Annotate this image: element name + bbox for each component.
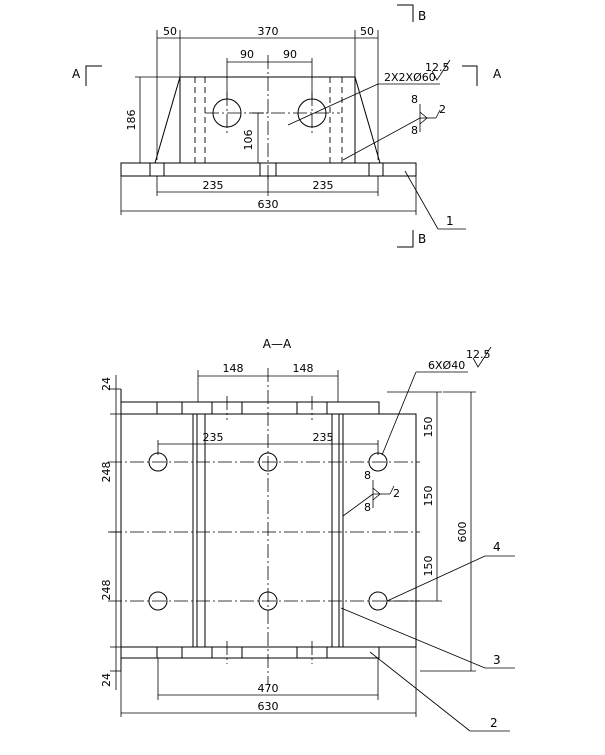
dim-235-left: 235 [203,179,224,192]
section-title: A—A [263,337,292,351]
weld-size-top: 8 [411,93,418,106]
weld-number: 2 [393,487,400,500]
callout-2: 2 [490,716,498,730]
section-marker-b-top [397,4,414,22]
weld-size-bottom: 8 [364,501,371,514]
dim-150-a: 150 [422,417,435,438]
section-marker-b-bottom [397,230,414,248]
base-plate [120,413,417,648]
hole-note: 6XØ40 [428,359,465,372]
foot-left [149,162,165,177]
roughness-symbol [431,59,451,81]
weld-size-top: 8 [364,469,371,482]
callout-leader [404,170,439,230]
dim-370: 370 [258,25,279,38]
dim-148-left: 148 [223,362,244,375]
flange-block [156,646,183,659]
section-label-a-right: A [493,67,502,81]
callout-leader [386,555,486,602]
top-view: 50 370 50 90 90 186 106 235 235 630 2X2 [72,4,502,248]
base-plate-outline [120,162,417,177]
body-outline [154,76,381,164]
section-label-a-left: A [72,67,81,81]
dim-186: 186 [125,110,138,131]
flange-block [156,401,183,415]
dim-24-top: 24 [100,377,113,391]
dim-235-right: 235 [313,431,334,444]
dim-90-right: 90 [283,48,297,61]
dim-600: 600 [456,522,469,543]
dim-470: 470 [258,682,279,695]
weld-number: 2 [439,103,446,116]
weld-tail [389,485,395,495]
roughness-symbol [472,346,492,368]
foot-right [368,162,384,177]
callout-4: 4 [493,540,501,554]
section-label-b-top: B [418,9,426,23]
section-view-a-a: A—A [100,337,515,732]
top-flange [120,401,380,415]
dim-248-bottom: 248 [100,580,113,601]
dim-248-top: 248 [100,462,113,483]
weld-leader [342,493,374,517]
callout-3: 3 [493,653,501,667]
weld-size-bottom: 8 [411,124,418,137]
leader-line [381,371,417,456]
hole-note: 2X2XØ60 [384,71,436,84]
dim-50-right: 50 [360,25,374,38]
section-label-b-bottom: B [418,232,426,246]
callout-1: 1 [446,214,454,228]
section-marker-a-right [462,65,478,86]
dim-50-left: 50 [163,25,177,38]
dim-150-c: 150 [422,556,435,577]
weld-leader [342,117,421,161]
dim-630: 630 [258,198,279,211]
bottom-flange [120,646,380,659]
callout-leader [340,607,486,669]
dim-235-left: 235 [203,431,224,444]
dim-106: 106 [242,130,255,151]
dim-24-bottom: 24 [100,673,113,687]
weld-tail [435,109,441,119]
section-marker-a-left [85,65,102,86]
roughness-value: 12.5 [466,348,491,361]
dim-235-right: 235 [313,179,334,192]
callout-leader [369,651,471,732]
leader-line [287,83,379,126]
dim-150-b: 150 [422,486,435,507]
dim-630: 630 [258,700,279,713]
dim-90-left: 90 [240,48,254,61]
roughness-value: 12.5 [425,61,450,74]
dim-148-right: 148 [293,362,314,375]
